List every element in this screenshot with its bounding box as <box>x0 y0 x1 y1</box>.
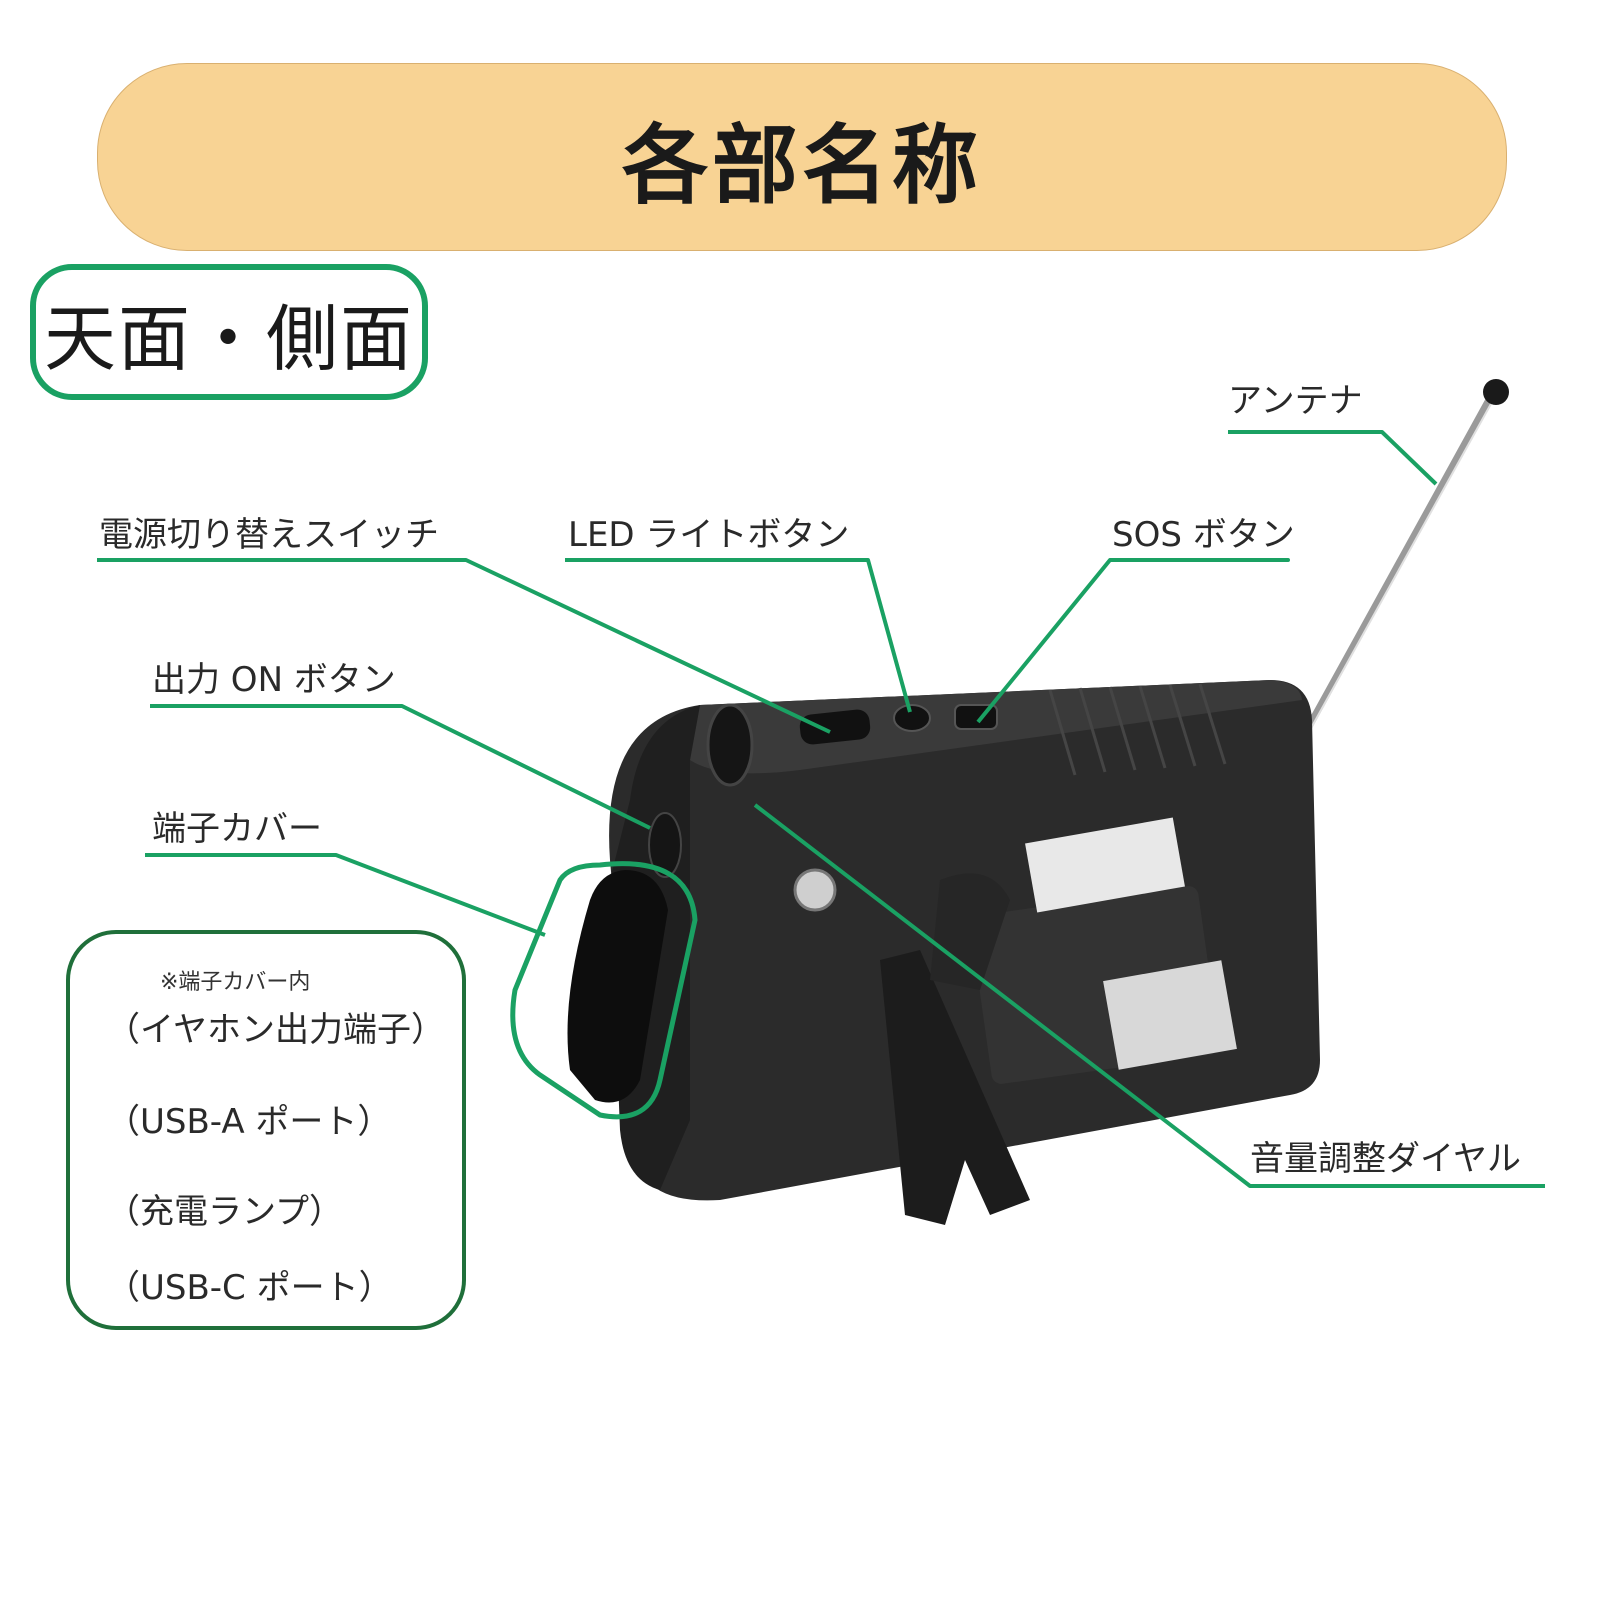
item-charge-lamp: （充電ランプ） <box>106 1192 343 1232</box>
cover-inside-note: ※端子カバー内 <box>160 970 311 995</box>
callout-sos-button <box>976 558 1290 724</box>
label-output-on-button: 出力 ON ボタン <box>152 660 396 700</box>
label-led-button: LED ライトボタン <box>568 515 850 555</box>
item-earphone-jack: （イヤホン出力端子） <box>106 1010 445 1050</box>
callout-terminal-cover <box>145 853 546 937</box>
item-usb-a-port: （USB-A ポート） <box>106 1102 392 1142</box>
output-on-button-body <box>648 812 682 878</box>
terminal-cover-contents: ※端子カバー内 （イヤホン出力端子） （USB-A ポート） （充電ランプ） （… <box>66 930 466 1330</box>
label-power-switch: 電源切り替えスイッチ <box>99 515 439 555</box>
callout-antenna <box>1228 430 1438 486</box>
device-ribs <box>1048 683 1227 776</box>
label-volume-dial: 音量調整ダイヤル <box>1250 1139 1521 1179</box>
page-title: 各部名称 <box>622 115 982 216</box>
led-lens <box>793 868 837 912</box>
label-sos-button: SOS ボタン <box>1112 515 1295 555</box>
section-title: 天面・側面 <box>43 296 414 381</box>
callout-output-on-button <box>150 704 651 830</box>
label-terminal-cover: 端子カバー <box>152 809 322 849</box>
antenna-rod <box>1292 394 1494 754</box>
label-antenna: アンテナ <box>1228 381 1363 421</box>
section-header: 天面・側面 <box>30 264 428 400</box>
volume-dial-body <box>706 703 754 787</box>
item-usb-c-port: （USB-C ポート） <box>106 1268 393 1308</box>
title-banner: 各部名称 <box>97 63 1507 251</box>
instruction-sticker <box>1103 960 1237 1070</box>
info-sticker <box>1025 817 1185 913</box>
terminal-cover-highlight <box>510 861 698 1120</box>
led-button-body <box>893 704 931 732</box>
power-switch-body <box>799 709 871 745</box>
callout-volume-dial <box>753 803 1545 1188</box>
terminal-cover-body <box>567 870 668 1103</box>
callout-power-switch <box>97 558 831 734</box>
callout-led-button <box>565 558 912 713</box>
antenna-tip <box>1483 379 1509 405</box>
kickstand <box>880 950 1030 1225</box>
